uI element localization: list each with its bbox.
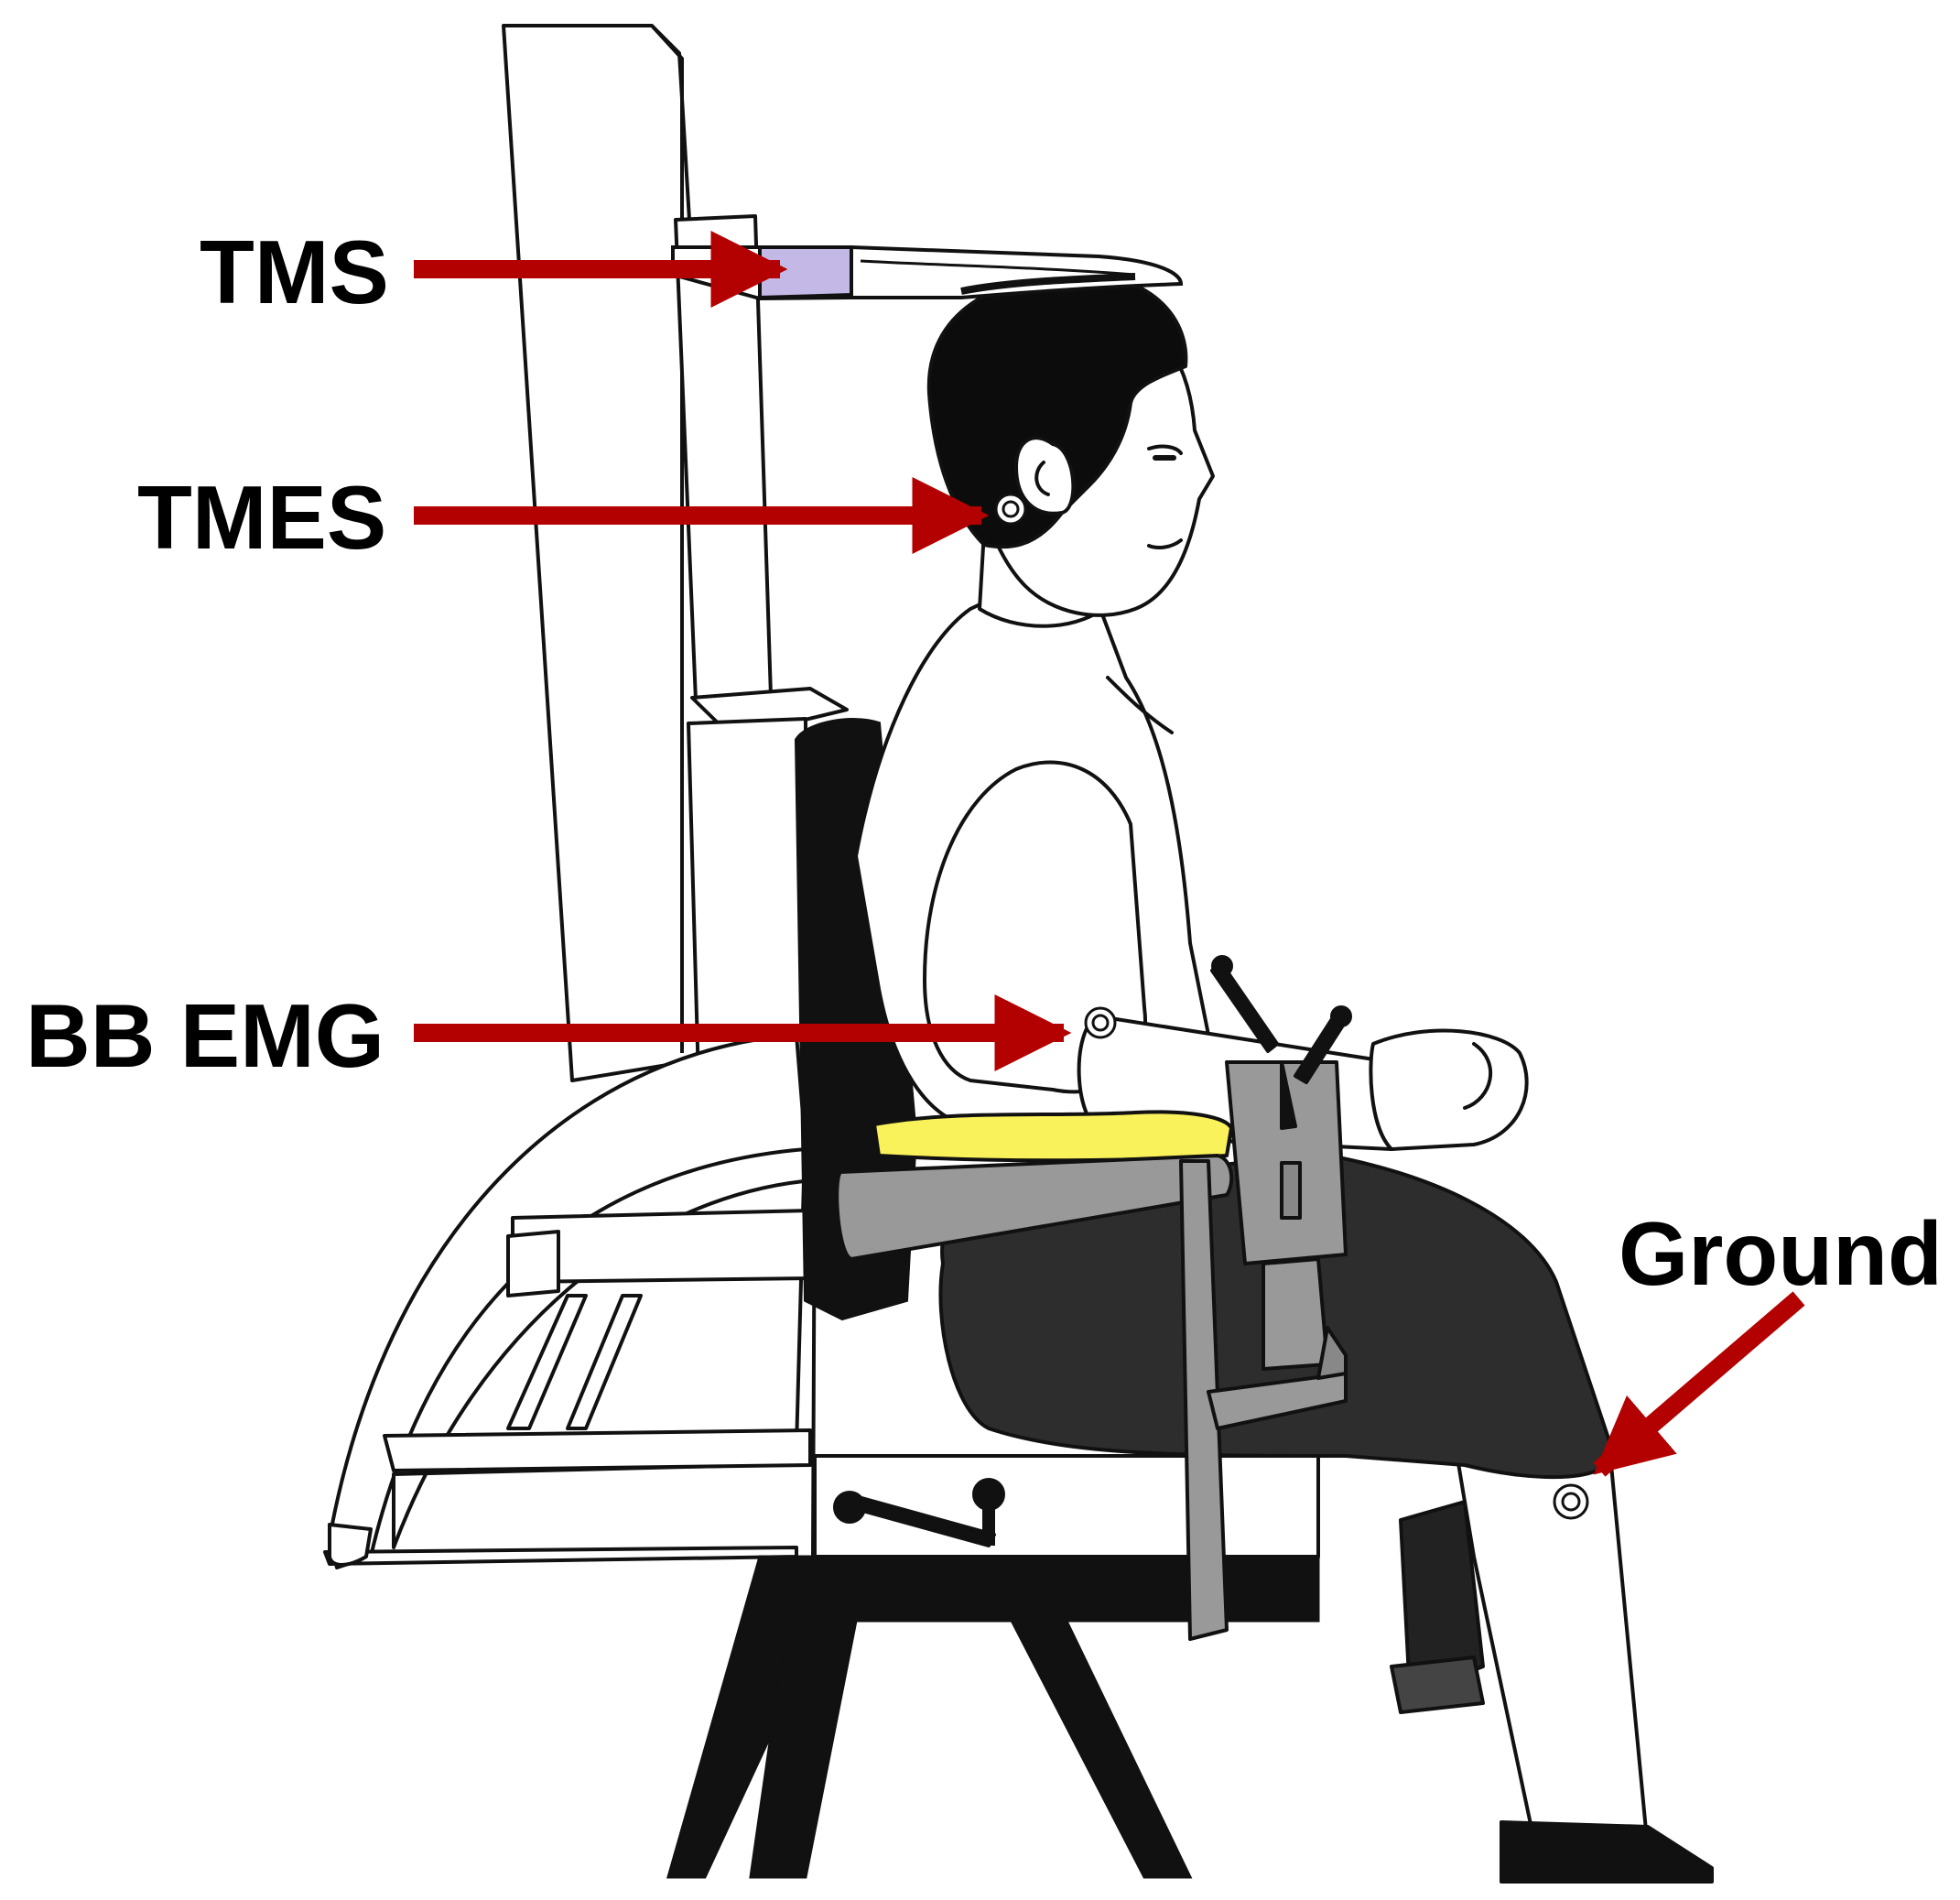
chair-legs xyxy=(666,1555,1320,1879)
electrodes xyxy=(994,493,1589,1520)
ground-label: Ground xyxy=(1619,1203,1943,1304)
arm-brace xyxy=(835,955,1352,1641)
tmes-electrode-icon xyxy=(994,493,1027,526)
ground-arrow xyxy=(1593,1291,1805,1477)
seat-crank-handle xyxy=(833,1478,1005,1547)
fist xyxy=(1369,1028,1529,1151)
callout-arrows xyxy=(414,231,1805,1477)
tms-label: TMS xyxy=(200,222,389,322)
ear xyxy=(1014,436,1076,516)
lower-leg xyxy=(1454,1445,1650,1861)
yellow-pad xyxy=(872,1110,1233,1163)
bb-emg-electrode-icon xyxy=(1084,1006,1117,1039)
tmes-label: TMES xyxy=(137,467,387,568)
bb-emg-label: BB EMG xyxy=(26,985,384,1086)
arm-support xyxy=(835,1154,1234,1261)
shoe xyxy=(1500,1820,1714,1884)
ground-electrode-icon xyxy=(1553,1483,1589,1520)
upper-arm xyxy=(923,760,1148,1094)
